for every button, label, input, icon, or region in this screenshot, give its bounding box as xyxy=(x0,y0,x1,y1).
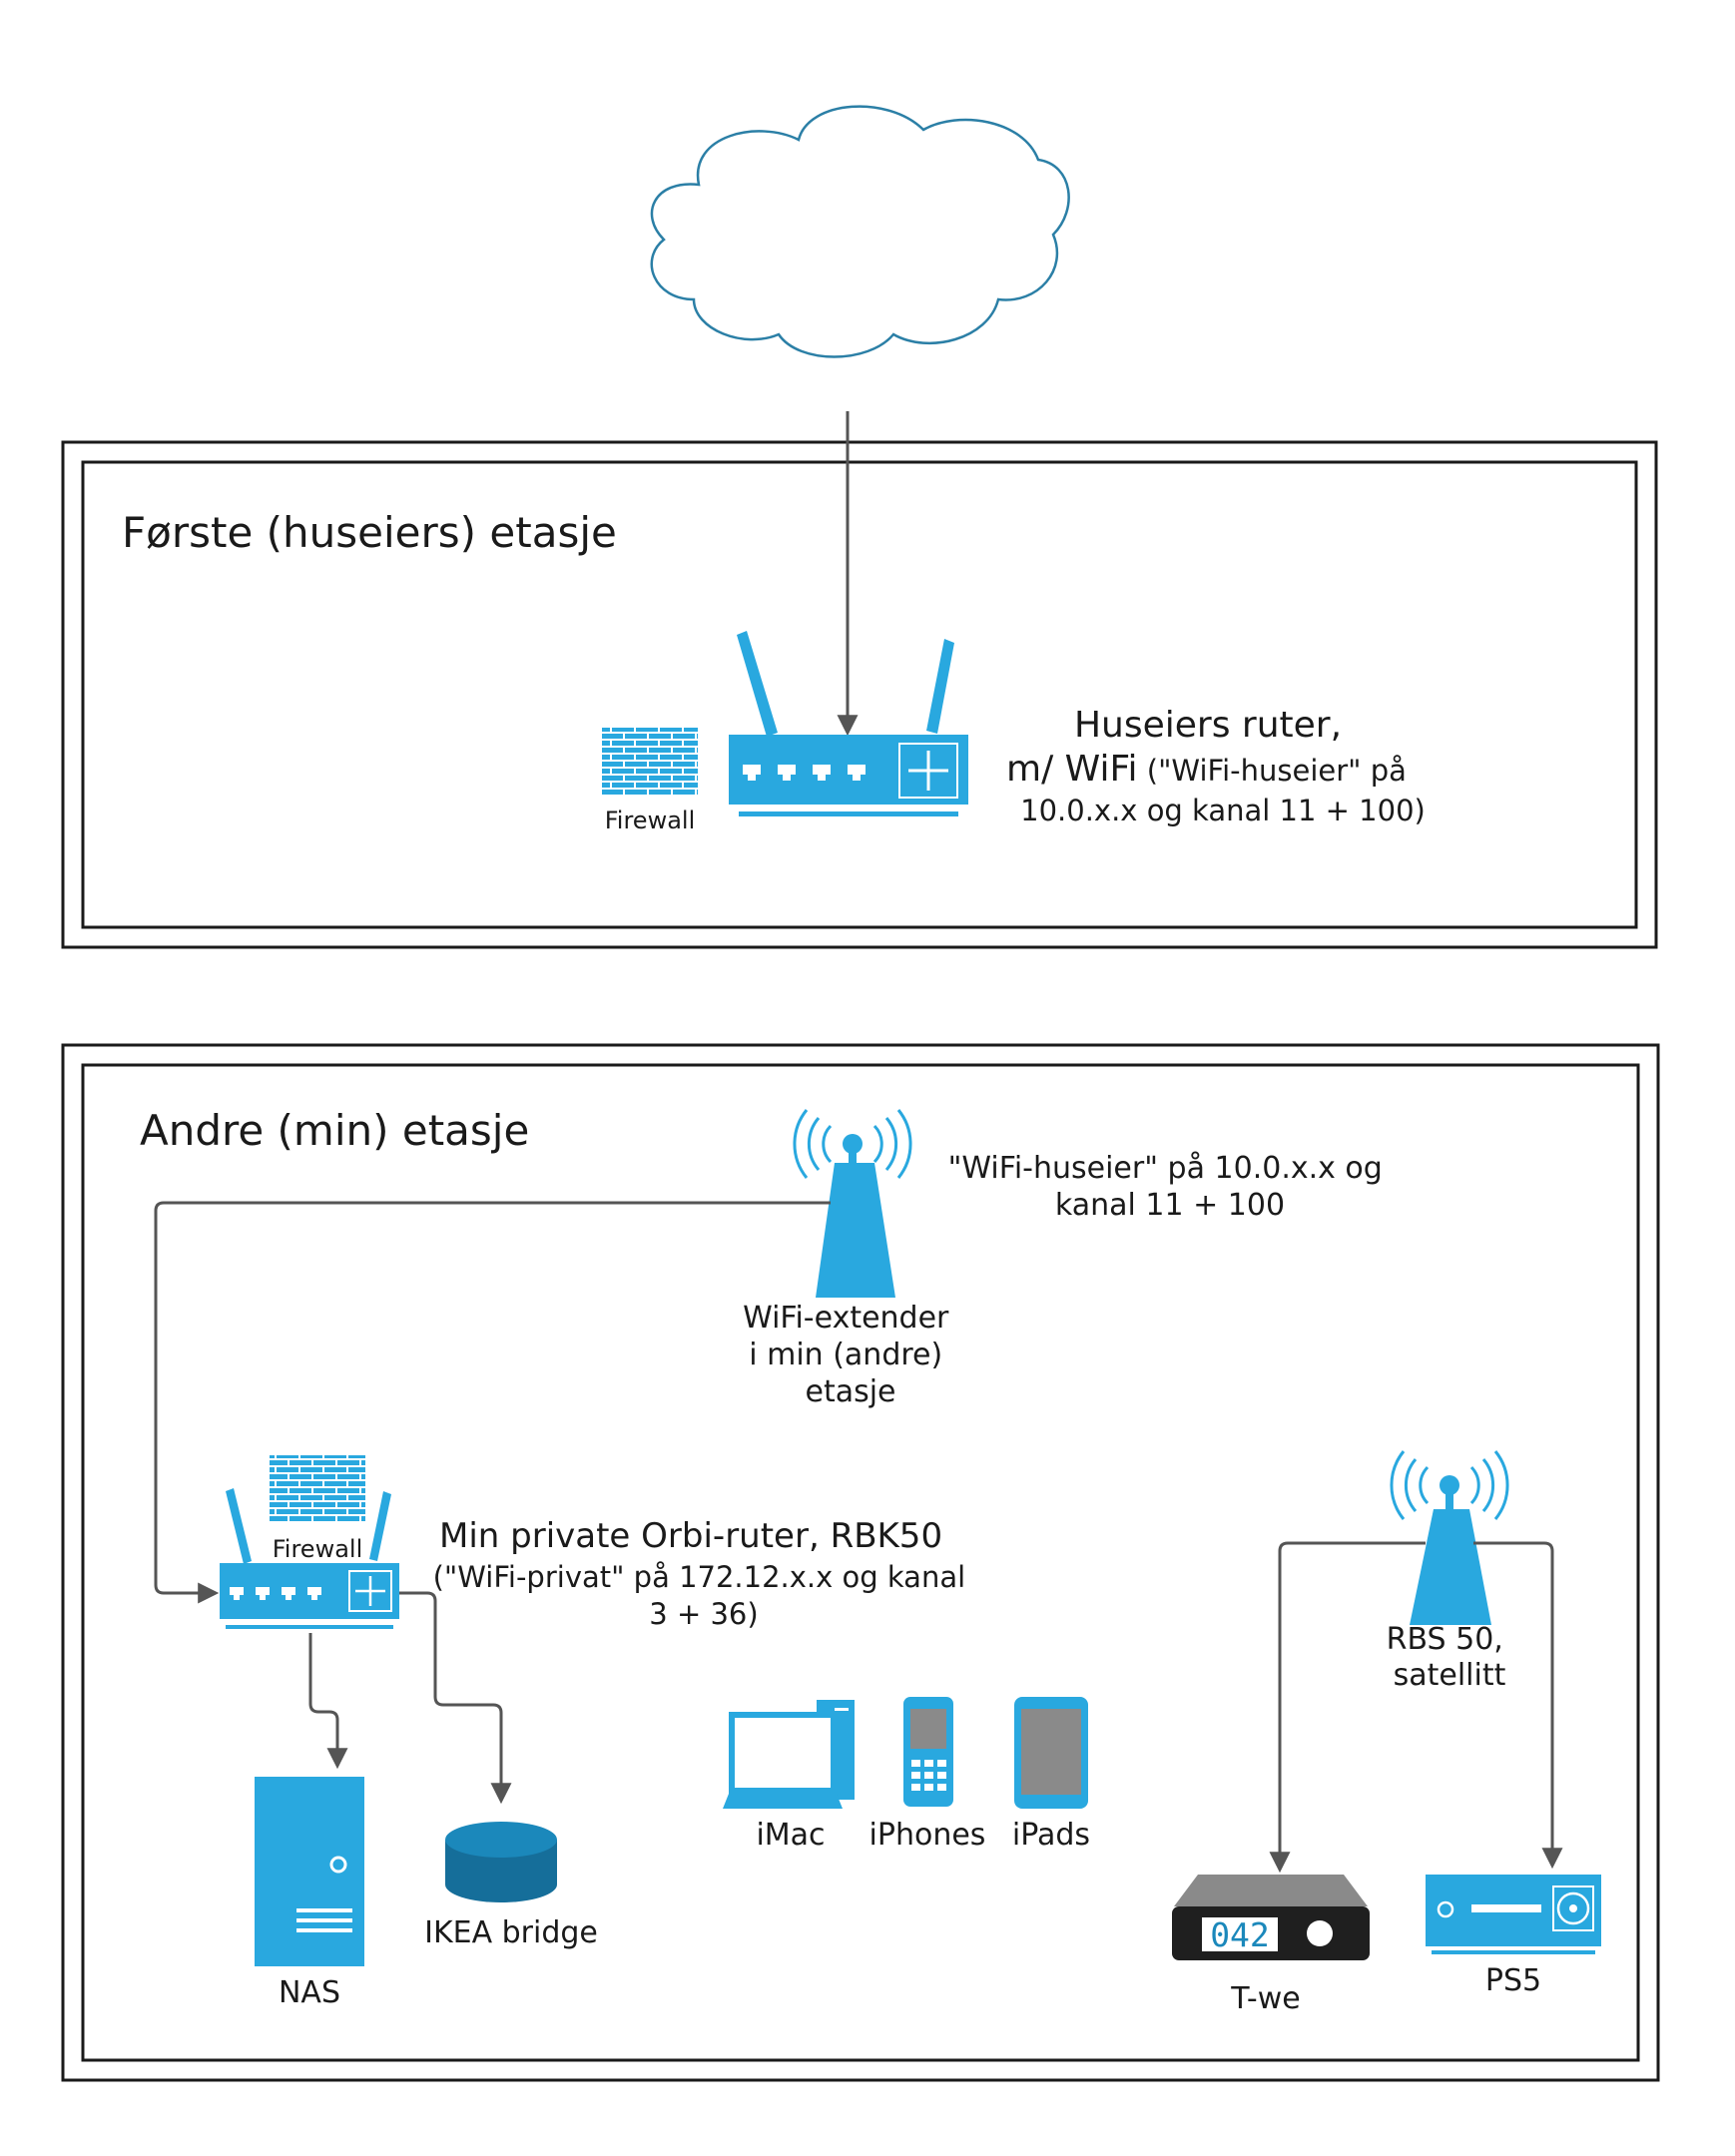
landlord-router-wifi-line: m/ WiFi ("WiFi-huseier" på xyxy=(1006,749,1407,790)
floor-first-frame xyxy=(61,440,1658,949)
rbs50-label: RBS 50, satellitt xyxy=(1387,1622,1513,1693)
extender-to-orbi-line xyxy=(154,1201,831,1604)
orbi-router-desc-line: 3 + 36) xyxy=(649,1597,758,1631)
satellite-to-twe-line xyxy=(1269,1541,1426,1874)
ikea-bridge-icon xyxy=(445,1822,557,1902)
iphones-label: iPhones xyxy=(869,1818,986,1853)
landlord-router-icon xyxy=(729,631,968,816)
internet-cloud-icon xyxy=(650,105,1070,358)
rbs50-satellite-icon xyxy=(1390,1450,1509,1625)
landlord-router-network: 10.0.x.x og kanal 11 + 100) xyxy=(1020,794,1426,827)
ps5-label: PS5 xyxy=(1485,1963,1541,1998)
nas-label: NAS xyxy=(279,1975,340,2010)
wifi-extender-label-line: i min (andre) xyxy=(749,1338,942,1372)
wifi-extender-note-line: "WiFi-huseier" på 10.0.x.x og xyxy=(948,1151,1383,1186)
twe-set-top-box-icon: 042 xyxy=(1172,1875,1370,1960)
orbi-firewall-label: Firewall xyxy=(273,1535,363,1563)
imac-desktop-icon xyxy=(723,1700,855,1809)
rbs50-label-line: RBS 50, xyxy=(1387,1622,1503,1657)
iphone-icon xyxy=(903,1697,953,1807)
ipad-tablet-icon xyxy=(1014,1697,1088,1809)
floor-first-title: Første (huseiers) etasje xyxy=(122,508,617,557)
orbi-to-nas-line xyxy=(308,1633,348,1770)
firewall-icon xyxy=(602,728,698,796)
ipads-label: iPads xyxy=(1012,1818,1090,1853)
landlord-router-wifi-main: m/ WiFi xyxy=(1006,749,1138,790)
orbi-firewall-icon xyxy=(270,1455,365,1523)
wifi-extender-label-line: etasje xyxy=(805,1374,895,1409)
ikea-bridge-label: IKEA bridge xyxy=(424,1915,598,1950)
rbs50-label-line: satellitt xyxy=(1394,1658,1506,1693)
wifi-extender-icon xyxy=(793,1109,912,1298)
imac-label: iMac xyxy=(756,1818,825,1853)
wifi-extender-label-line: WiFi-extender xyxy=(743,1301,949,1336)
wifi-extender-label: WiFi-extender i min (andre) etasje xyxy=(743,1301,958,1409)
twe-label: T-we xyxy=(1230,1981,1300,2016)
floor-second-title: Andre (min) etasje xyxy=(140,1106,529,1155)
landlord-router-wifi-ssid: ("WiFi-huseier" på xyxy=(1138,754,1407,788)
firewall-label: Firewall xyxy=(605,807,696,834)
orbi-router-title: Min private Orbi-ruter, RBK50 xyxy=(439,1516,942,1556)
orbi-router-desc-line: ("WiFi-privat" på 172.12.x.x og kanal xyxy=(433,1560,966,1594)
satellite-to-ps5-line xyxy=(1473,1541,1563,1870)
wifi-extender-note-line: kanal 11 + 100 xyxy=(1055,1188,1285,1223)
orbi-router-icon xyxy=(220,1488,399,1629)
wifi-extender-note: "WiFi-huseier" på 10.0.x.x og kanal 11 +… xyxy=(948,1151,1393,1223)
landlord-router-title: Huseiers ruter, xyxy=(1074,705,1342,746)
orbi-to-ikea-line xyxy=(399,1591,512,1805)
ps5-console-icon xyxy=(1426,1875,1601,1954)
nas-server-icon xyxy=(255,1777,364,1966)
orbi-router-desc: ("WiFi-privat" på 172.12.x.x og kanal 3 … xyxy=(433,1560,975,1631)
twe-display-text: 042 xyxy=(1210,1915,1270,1954)
floor-second-frame xyxy=(61,1043,1660,2082)
